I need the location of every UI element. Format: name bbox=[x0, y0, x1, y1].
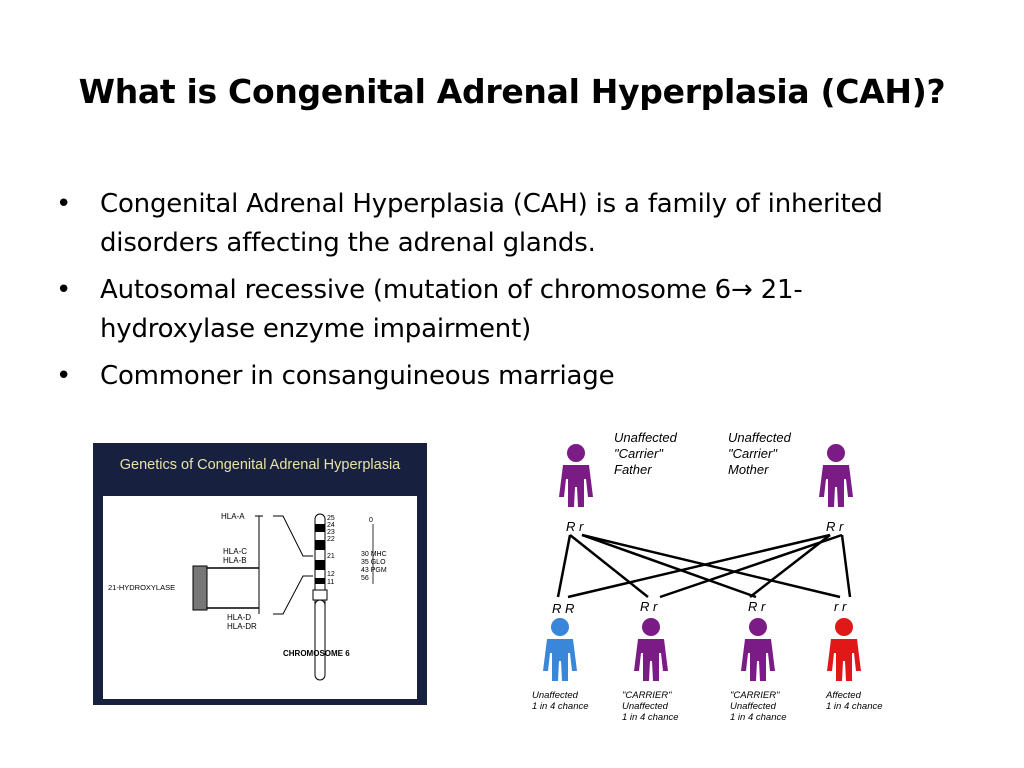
chromosome-diagram: HLA-A HLA-C HLA-B 21-HYDROXYLASE HLA-D H… bbox=[108, 512, 387, 681]
chromosome-band bbox=[315, 540, 325, 550]
father-role: Father bbox=[614, 462, 652, 477]
marker-zero: 0 bbox=[369, 517, 373, 524]
father-carrier: "Carrier" bbox=[614, 446, 664, 461]
band-number: 12 bbox=[327, 571, 335, 578]
father-alleles: R r bbox=[566, 519, 584, 534]
marker-label: 56 bbox=[361, 575, 369, 582]
father-status: Unaffected bbox=[614, 430, 678, 445]
chromosome-lower-arm bbox=[314, 599, 326, 681]
band-number: 24 bbox=[327, 522, 335, 529]
child-alleles: R r bbox=[640, 599, 658, 614]
child-caption: 1 in 4 chance bbox=[730, 712, 787, 723]
mother-figure bbox=[819, 444, 853, 507]
bullet-item: • Congenital Adrenal Hyperplasia (CAH) i… bbox=[56, 185, 956, 263]
hydroxylase-block bbox=[192, 565, 208, 611]
bullet-text-line: Autosomal recessive (mutation of chromos… bbox=[100, 275, 803, 305]
marker-label: 30 MHC bbox=[361, 551, 387, 558]
mother-alleles: R r bbox=[826, 519, 844, 534]
child-caption: 1 in 4 chance bbox=[826, 701, 883, 712]
inheritance-figure: Unaffected "Carrier" Father Unaffected "… bbox=[530, 425, 908, 725]
chromosome-band bbox=[315, 578, 325, 584]
child-carrier-figure bbox=[741, 618, 775, 681]
inheritance-diagram: Unaffected "Carrier" Father Unaffected "… bbox=[532, 430, 883, 723]
bullet-list: • Congenital Adrenal Hyperplasia (CAH) i… bbox=[56, 185, 956, 404]
chromosome-figure-title: Genetics of Congenital Adrenal Hyperplas… bbox=[119, 457, 401, 473]
band-number: 23 bbox=[327, 529, 335, 536]
bullet-text-line: Congenital Adrenal Hyperplasia (CAH) is … bbox=[100, 189, 883, 219]
chromosome-figure: Genetics of Congenital Adrenal Hyperplas… bbox=[93, 443, 427, 705]
child-caption: 1 in 4 chance bbox=[532, 701, 589, 712]
band-number: 21 bbox=[327, 553, 335, 560]
allele-cross-lines bbox=[556, 533, 852, 599]
child-caption: "CARRIER" bbox=[622, 690, 672, 701]
chromosome-centromere bbox=[312, 589, 328, 601]
child-alleles: r r bbox=[834, 599, 847, 614]
father-figure bbox=[559, 444, 593, 507]
band-number: 25 bbox=[327, 515, 335, 522]
bracket-upper bbox=[273, 515, 313, 557]
bracket-lower bbox=[273, 575, 313, 615]
bullet-dot-icon: • bbox=[56, 275, 72, 305]
bullet-text-line: hydroxylase enzyme impairment) bbox=[100, 314, 532, 344]
child-carrier-figure bbox=[634, 618, 668, 681]
slide-title: What is Congenital Adrenal Hyperplasia (… bbox=[78, 72, 946, 111]
band-number: 11 bbox=[327, 579, 334, 586]
marker-label: 35 GLO bbox=[361, 559, 386, 566]
child-caption: Unaffected bbox=[622, 701, 669, 712]
hla-d-label: HLA-D bbox=[227, 613, 251, 622]
child-caption: Affected bbox=[825, 690, 862, 701]
marker-label: 43 PGM bbox=[361, 567, 387, 574]
mother-role: Mother bbox=[728, 462, 769, 477]
chromosome-label: CHROMOSOME 6 bbox=[283, 649, 350, 658]
bullet-item: • Commoner in consanguineous marriage bbox=[56, 357, 956, 396]
child-alleles: R r bbox=[748, 599, 766, 614]
bullet-item: • Autosomal recessive (mutation of chrom… bbox=[56, 271, 956, 349]
mother-status: Unaffected bbox=[728, 430, 792, 445]
band-number: 22 bbox=[327, 536, 335, 543]
bullet-dot-icon: • bbox=[56, 189, 72, 219]
child-caption: 1 in 4 chance bbox=[622, 712, 679, 723]
bullet-text-line: disorders affecting the adrenal glands. bbox=[100, 228, 596, 258]
hla-c-label: HLA-C bbox=[223, 547, 247, 556]
mother-carrier: "Carrier" bbox=[728, 446, 778, 461]
child-caption: Unaffected bbox=[730, 701, 777, 712]
child-affected-figure bbox=[827, 618, 861, 681]
child-caption: "CARRIER" bbox=[730, 690, 780, 701]
hla-a-label: HLA-A bbox=[221, 512, 245, 521]
bullet-text-line: Commoner in consanguineous marriage bbox=[100, 361, 615, 391]
child-alleles: R R bbox=[552, 601, 574, 616]
chromosome-band bbox=[315, 560, 325, 570]
hla-b-label: HLA-B bbox=[223, 556, 247, 565]
bullet-dot-icon: • bbox=[56, 361, 72, 391]
hla-dr-label: HLA-DR bbox=[227, 622, 257, 631]
hydroxylase-label: 21-HYDROXYLASE bbox=[108, 583, 175, 592]
child-caption: Unaffected bbox=[532, 690, 579, 701]
chromosome-band bbox=[315, 524, 325, 532]
child-unaffected-figure bbox=[543, 618, 577, 681]
chromosome-figure-panel: HLA-A HLA-C HLA-B 21-HYDROXYLASE HLA-D H… bbox=[103, 496, 417, 699]
